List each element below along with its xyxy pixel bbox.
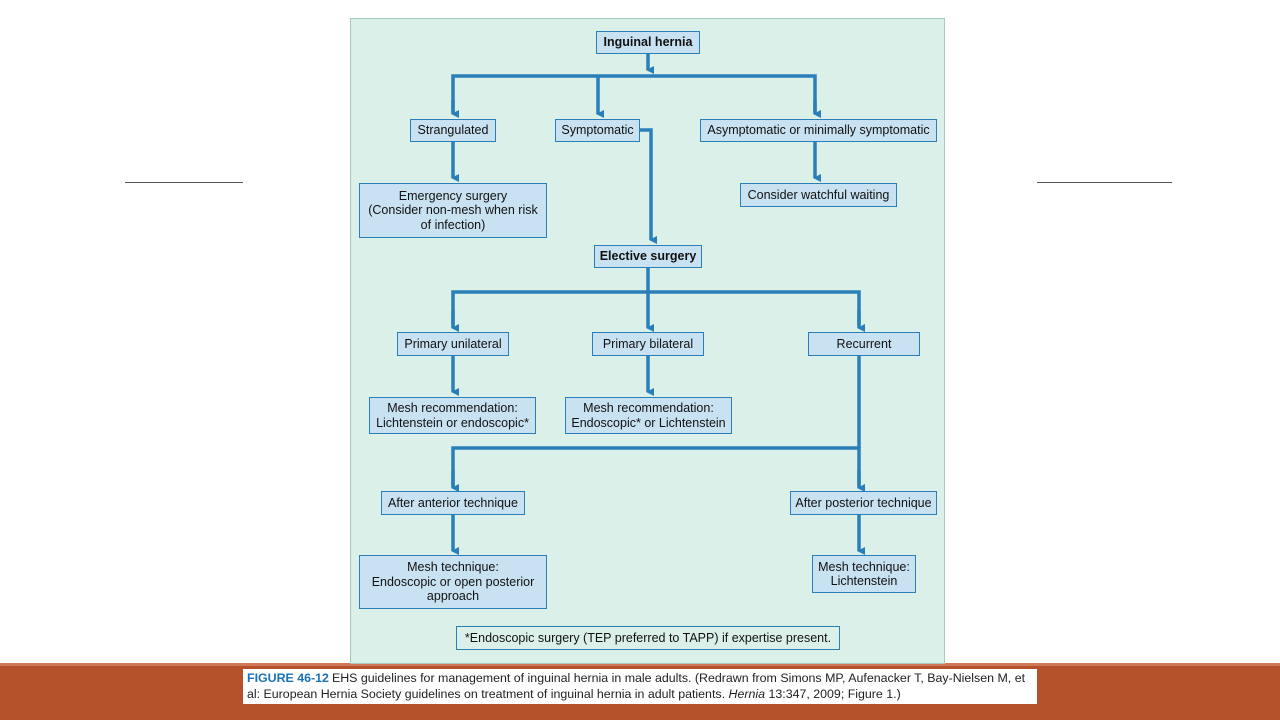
decorative-line-left <box>125 182 243 183</box>
node-after-anterior: After anterior technique <box>381 491 525 515</box>
node-inguinal-hernia: Inguinal hernia <box>596 31 700 54</box>
connector-symptomatic-elective <box>638 128 657 244</box>
caption-text: EHS guidelines for management of inguina… <box>247 671 1026 701</box>
node-recurrent: Recurrent <box>808 332 920 356</box>
caption-journal: Hernia <box>728 686 766 701</box>
connector-elective-bus <box>451 290 861 325</box>
node-watchful-waiting: Consider watchful waiting <box>740 183 897 207</box>
node-strangulated: Strangulated <box>410 119 496 142</box>
node-primary-bilateral: Primary bilateral <box>592 332 704 356</box>
footnote: *Endoscopic surgery (TEP preferred to TA… <box>456 626 840 650</box>
connector-root-bus <box>451 74 817 112</box>
node-mesh-unilateral: Mesh recommendation: Lichtenstein or end… <box>369 397 536 434</box>
connector-recurrent-bus <box>451 446 861 486</box>
node-emergency-surgery: Emergency surgery (Consider non-mesh whe… <box>359 183 547 238</box>
caption-citation: 13:347, 2009; Figure 1.) <box>768 686 901 701</box>
node-mesh-posterior: Mesh technique: Lichtenstein <box>812 555 916 593</box>
node-primary-unilateral: Primary unilateral <box>397 332 509 356</box>
node-symptomatic: Symptomatic <box>555 119 640 142</box>
node-asymptomatic: Asymptomatic or minimally symptomatic <box>700 119 937 142</box>
node-mesh-anterior: Mesh technique: Endoscopic or open poste… <box>359 555 547 609</box>
decorative-line-right <box>1037 182 1172 183</box>
node-elective-surgery: Elective surgery <box>594 245 702 268</box>
bottom-accent-stripe <box>0 663 1280 667</box>
node-after-posterior: After posterior technique <box>790 491 937 515</box>
figure-label: FIGURE 46-12 <box>247 671 329 685</box>
node-mesh-bilateral: Mesh recommendation: Endoscopic* or Lich… <box>565 397 732 434</box>
